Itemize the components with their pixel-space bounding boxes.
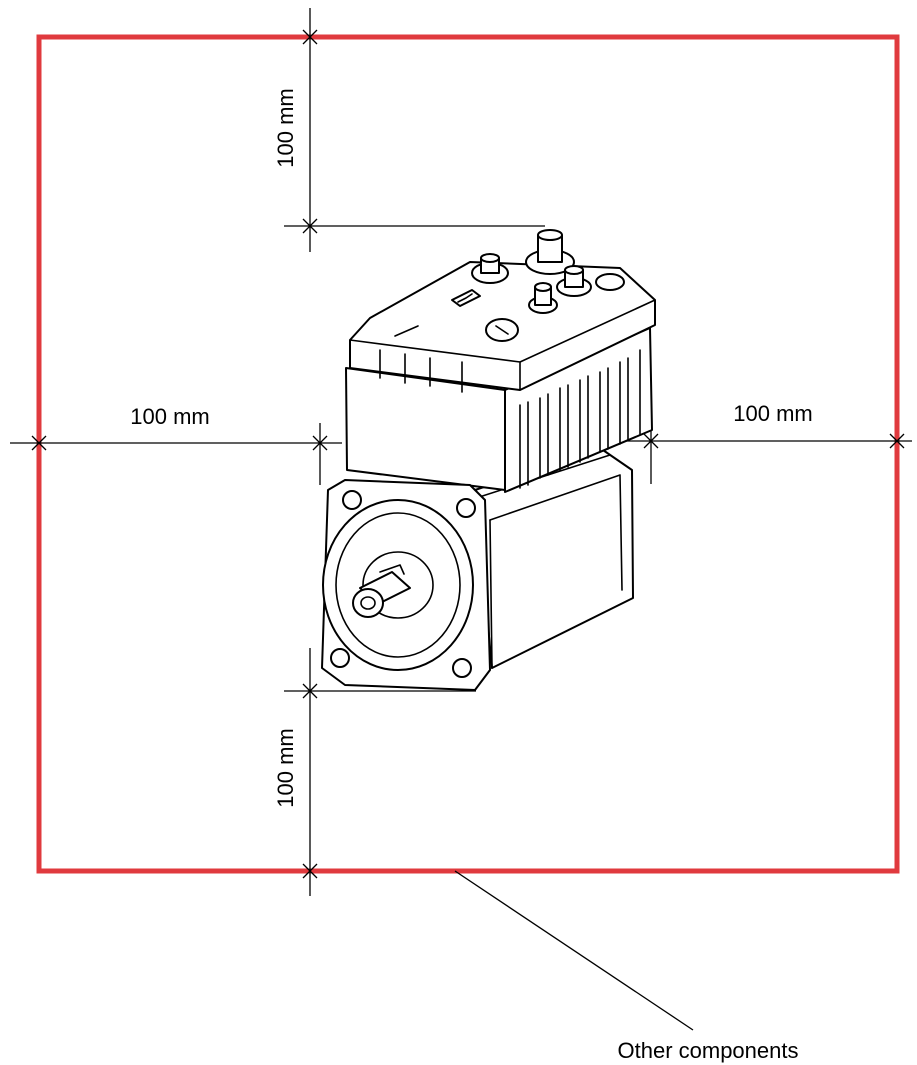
cooling-fins — [519, 349, 641, 489]
dimension-top: 100 mm — [273, 8, 545, 252]
callout-other-components: Other components — [454, 870, 799, 1063]
dimension-top-label: 100 mm — [273, 88, 298, 167]
dimension-right-label: 100 mm — [733, 401, 812, 426]
connector-large — [525, 229, 575, 275]
dimension-bottom: 100 mm — [273, 648, 476, 896]
clearance-boundary — [36, 34, 900, 874]
mount-hole-tl — [342, 490, 362, 510]
drive-housing-lower — [345, 367, 506, 491]
dimension-left-label: 100 mm — [130, 404, 209, 429]
callout-label: Other components — [618, 1038, 799, 1063]
mount-hole-br — [452, 658, 472, 678]
mount-hole-bl — [330, 648, 350, 668]
connector-left — [471, 253, 509, 284]
dimension-left: 100 mm — [10, 404, 342, 485]
connector-right — [556, 265, 592, 297]
blank-cap — [595, 273, 625, 291]
dimension-bottom-label: 100 mm — [273, 728, 298, 807]
dip-switch — [451, 289, 481, 307]
connector-small — [528, 282, 558, 314]
mount-hole-tr — [456, 498, 476, 518]
motor-illustration — [321, 229, 656, 691]
motor-shaft — [352, 564, 411, 618]
dimension-right: 100 mm — [626, 401, 912, 484]
rotary-switch — [485, 318, 519, 342]
